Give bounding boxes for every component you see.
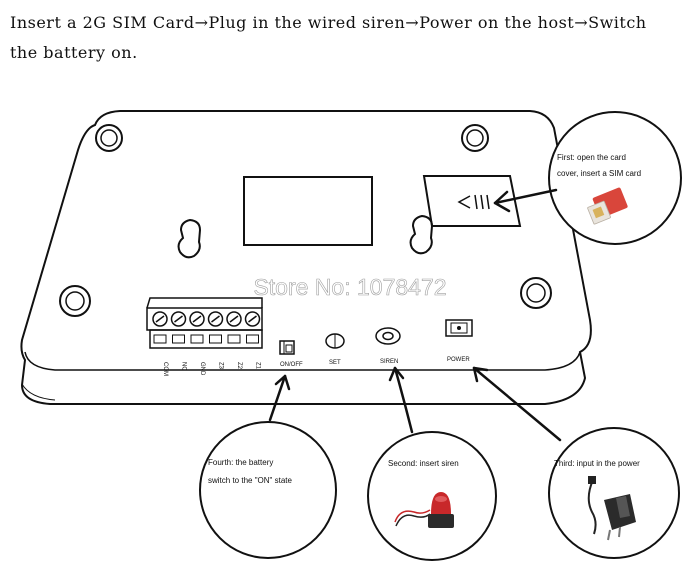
terminal-screw-icon xyxy=(244,311,261,344)
label-set: SET xyxy=(329,360,341,366)
terminal-screw-icon xyxy=(226,311,242,344)
keyhole-right-icon xyxy=(409,214,434,255)
arrow-first-to-sim-cover xyxy=(493,188,558,205)
callout-first-bubble xyxy=(548,111,682,245)
terminal-label-nc: NC xyxy=(181,362,187,371)
siren-icon xyxy=(394,492,454,528)
callout-second-line-1: Second: insert siren xyxy=(388,459,459,468)
screw-hole-top-left-icon xyxy=(95,124,123,152)
arrow-fourth-to-switch xyxy=(268,374,287,422)
sim-cover-grip-icon xyxy=(457,194,490,210)
terminal-block xyxy=(146,297,263,349)
terminal-label-z1: Z1 xyxy=(255,362,261,370)
callout-third-line-1: Third: input in the power xyxy=(554,459,640,468)
screw-hole-bottom-right-icon xyxy=(520,277,552,309)
label-siren: SIREN xyxy=(380,359,398,365)
keyhole-left-icon xyxy=(177,218,202,259)
arrow-first-head xyxy=(493,190,511,213)
terminal-screw-icon xyxy=(152,311,168,344)
callout-second-bubble xyxy=(367,431,497,561)
set-button-icon xyxy=(325,333,345,349)
screw-hole-top-right-icon xyxy=(461,124,489,152)
label-power: POWER xyxy=(447,357,470,363)
terminal-label-com: COM xyxy=(162,362,168,376)
terminal-screw-icon xyxy=(170,311,187,344)
terminal-label-z3: Z3 xyxy=(218,362,224,370)
label-onoff: ON/OFF xyxy=(280,362,303,368)
screw-hole-bottom-left-icon xyxy=(59,285,91,317)
arrow-fourth-head xyxy=(274,374,291,391)
callout-fourth-bubble xyxy=(199,421,337,559)
device-bottom-edge xyxy=(21,383,56,401)
instruction-heading: Insert a 2G SIM Card→Plug in the wired s… xyxy=(10,8,690,68)
power-jack-icon xyxy=(445,319,473,337)
siren-jack-icon xyxy=(375,327,401,345)
arrow-second-to-siren xyxy=(393,366,414,434)
sim-card-icon xyxy=(587,187,628,225)
terminal-label-z2: Z2 xyxy=(236,362,242,370)
terminal-screw-icon xyxy=(207,311,224,344)
device-front-edge xyxy=(24,351,581,371)
instruction-line-2: the battery on. xyxy=(10,43,138,62)
store-watermark: Store No: 1078472 xyxy=(253,274,446,300)
terminal-screw-icon xyxy=(189,311,205,344)
callout-first-line-2: cover, insert a SIM card xyxy=(557,169,641,178)
battery-switch-icon xyxy=(279,340,295,355)
callout-fourth-line-2: switch to the "ON" state xyxy=(208,476,292,485)
sim-card-cover xyxy=(422,175,522,227)
arrow-second-head xyxy=(388,366,405,382)
arrow-third-to-power xyxy=(472,366,562,442)
device-body xyxy=(20,110,592,405)
callout-fourth-line-1: Fourth: the battery xyxy=(208,458,273,467)
callout-third-bubble xyxy=(548,427,680,559)
label-recess xyxy=(243,176,373,246)
arrow-third-head xyxy=(472,366,489,383)
terminal-label-gnd: GND xyxy=(199,362,205,376)
callout-first-line-1: First: open the card xyxy=(557,153,626,162)
instruction-line-1: Insert a 2G SIM Card→Plug in the wired s… xyxy=(10,13,647,32)
power-adapter-icon xyxy=(587,476,636,541)
